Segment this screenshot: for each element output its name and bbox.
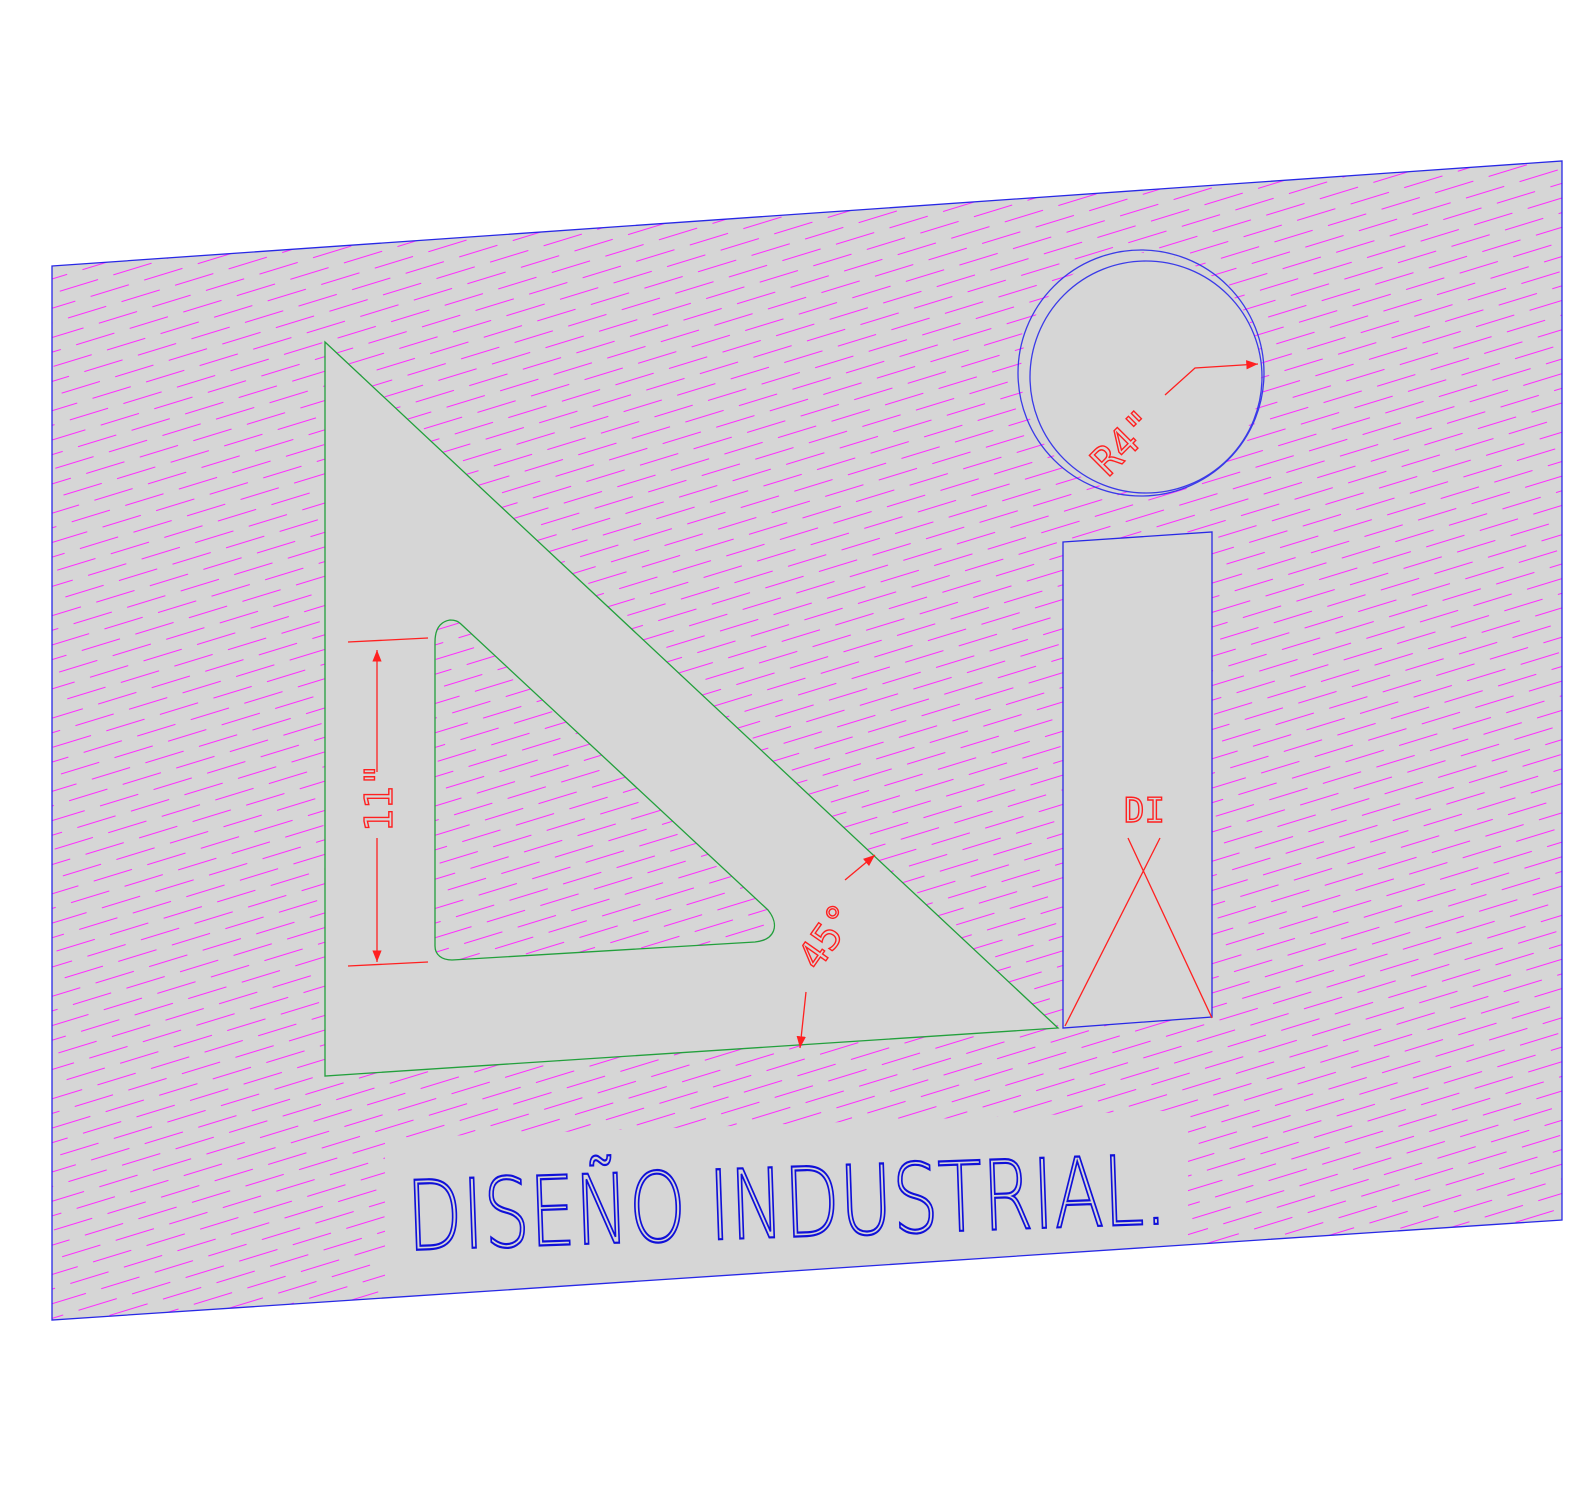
circle-part — [1017, 249, 1265, 497]
set-square-outer — [324, 340, 1060, 1077]
triangle-body — [325, 342, 1058, 1076]
set-square-inner — [434, 619, 776, 961]
title-band — [385, 1110, 1188, 1306]
sheet-outline — [51, 160, 1563, 1321]
set-square — [324, 340, 1060, 1077]
height-dimension — [347, 637, 429, 967]
rectangle-dimension-label: DI — [1124, 791, 1165, 831]
height-dimension-label: 11" — [357, 763, 401, 832]
circle-outer — [1017, 249, 1265, 497]
radius-dimension — [1164, 360, 1259, 396]
circle-inner — [1029, 260, 1263, 494]
angle-dimension — [796, 854, 876, 1049]
rectangle-body — [1063, 532, 1212, 1028]
circle-body — [1021, 253, 1261, 493]
drawing-title: DISEÑO INDUSTRIAL. — [405, 1135, 1168, 1273]
rectangle-cross-lines — [1064, 837, 1213, 1027]
